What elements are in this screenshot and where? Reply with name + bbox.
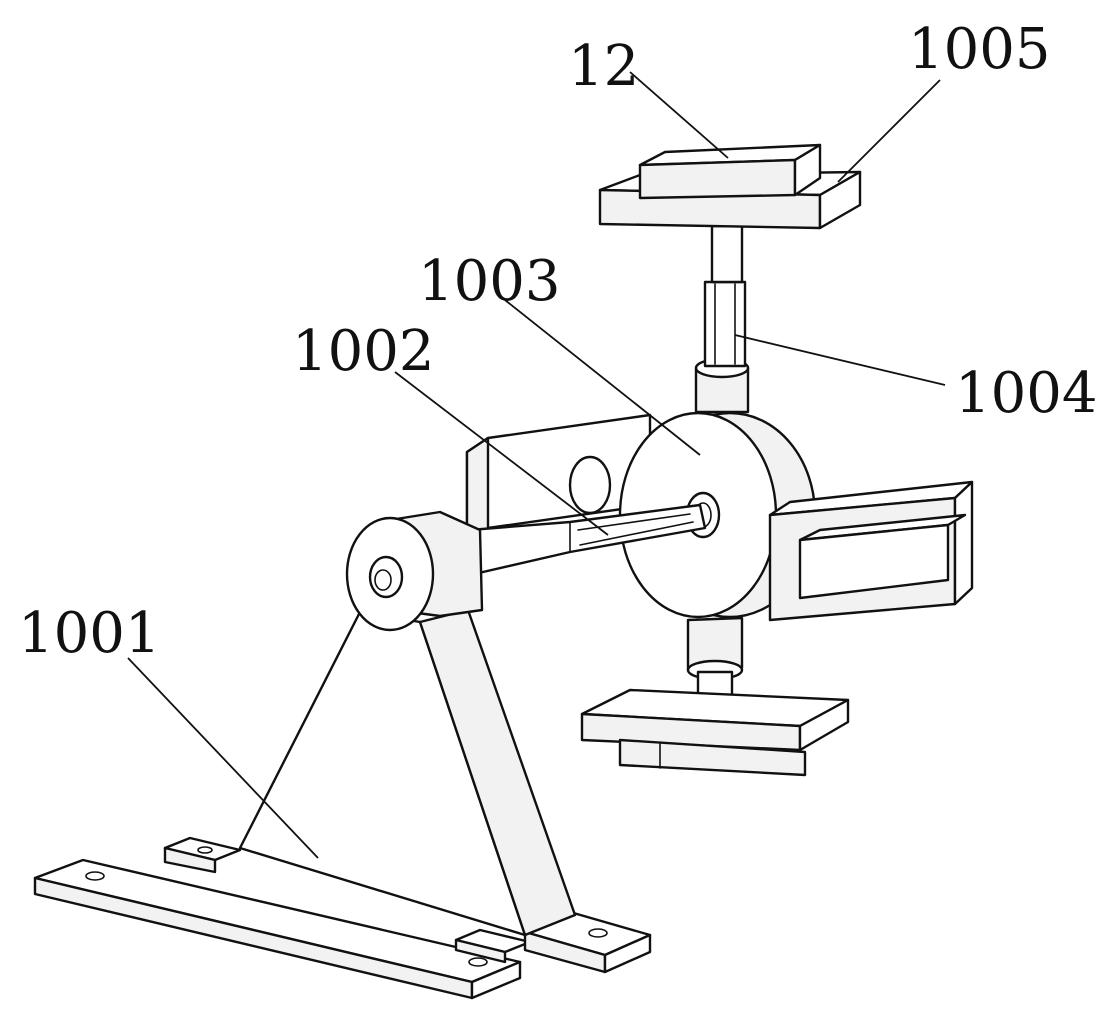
leader-12 (629, 71, 729, 159)
leader-1003 (504, 299, 701, 456)
leader-1001 (127, 657, 319, 859)
leader-1002 (394, 371, 609, 536)
label-12: 12 (568, 34, 639, 99)
bottom-pad (618, 738, 807, 777)
label-1004: 1004 (955, 361, 1098, 426)
label-1001: 1001 (18, 601, 161, 666)
leader-1004 (734, 334, 946, 386)
leader-1005 (837, 79, 941, 183)
right-arm-plate (768, 480, 974, 622)
base-mount-block-left (163, 836, 242, 874)
pivot-boss (345, 510, 484, 632)
label-1005: 1005 (908, 17, 1051, 82)
support-frame (238, 608, 577, 937)
label-1002: 1002 (292, 319, 435, 384)
leader-lines (127, 71, 946, 859)
base-short-bar (523, 910, 652, 974)
top-pad (638, 143, 822, 200)
top-rod (694, 224, 750, 414)
bottom-plate (580, 688, 850, 752)
label-1003: 1003 (418, 249, 561, 314)
base-long-bar (33, 858, 522, 1000)
rear-arm (465, 413, 652, 542)
reference-labels: 12 1005 1003 1002 1004 1001 (18, 17, 1098, 666)
